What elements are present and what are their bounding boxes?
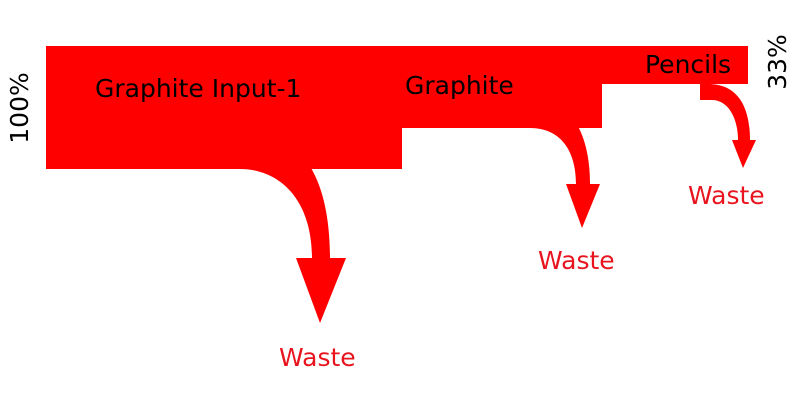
waste-arrow-3	[700, 84, 756, 168]
waste-arrow-2	[520, 100, 600, 228]
waste-label-1: Waste	[279, 343, 356, 372]
output-label: Pencils	[645, 50, 731, 79]
output-flow-band	[602, 46, 748, 84]
output-percent-label: 33%	[763, 34, 792, 90]
waste-label-2: Waste	[538, 246, 615, 275]
waste-label-3: Waste	[688, 181, 765, 210]
waste-arrow-1	[220, 128, 346, 323]
middle-label: Graphite	[405, 71, 514, 100]
input-label: Graphite Input-1	[95, 74, 301, 103]
input-percent-label: 100%	[5, 72, 34, 143]
